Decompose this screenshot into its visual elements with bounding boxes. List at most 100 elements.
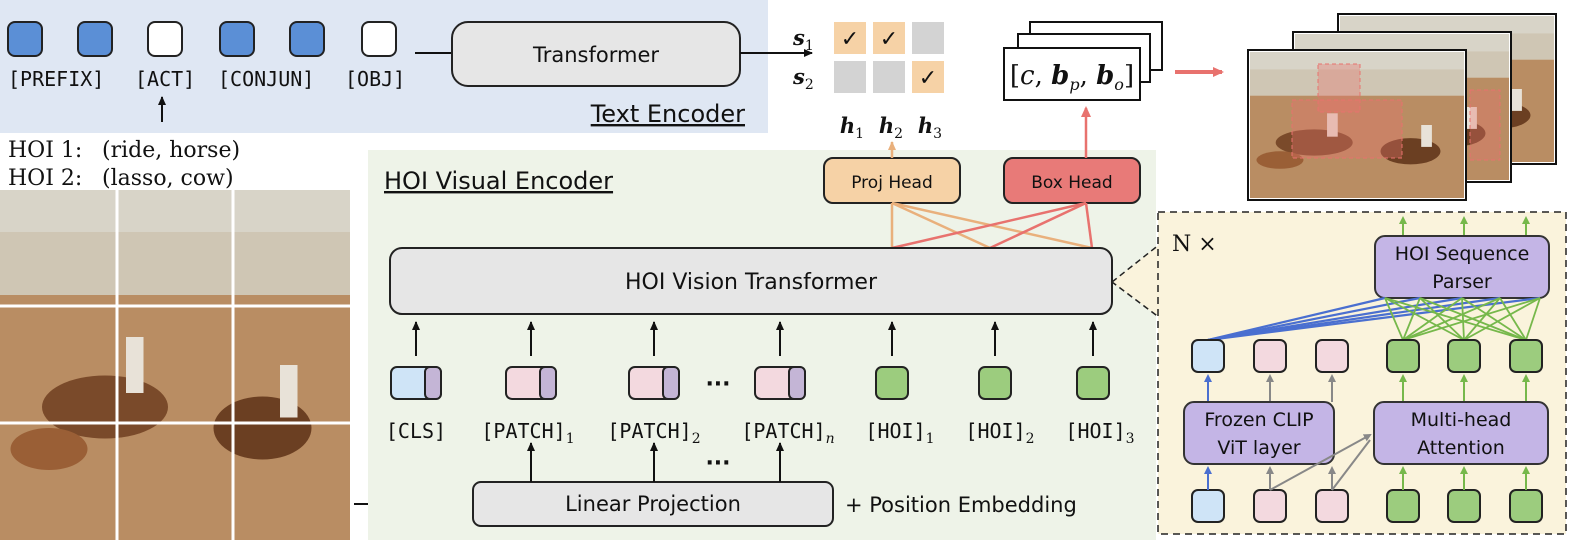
parser-hoi-line	[1461, 297, 1527, 341]
detail-middle-tokens	[1191, 339, 1543, 402]
token-label-main: [HOI]	[865, 419, 925, 443]
visual-encoder-panel: HOI Visual Encoder Proj Head Box Head HO…	[368, 106, 1156, 540]
formula-o: o	[1114, 75, 1124, 94]
similarity-check: ✓	[919, 66, 937, 91]
token-label-prefix: [PREFIX]	[8, 67, 104, 91]
token-label: [CLS]	[386, 419, 446, 443]
col-label-h3: h3	[918, 113, 942, 142]
parser-hoi-line	[1419, 297, 1465, 341]
patch-token-bottom	[1315, 489, 1349, 523]
hoi-token-bottom	[1447, 489, 1481, 523]
text-token-square	[219, 21, 255, 57]
patch-token-accent	[539, 366, 557, 400]
patch-token-accent	[788, 366, 806, 400]
linear-projection-label: Linear Projection	[565, 492, 741, 516]
patch-token-mid	[1253, 339, 1287, 373]
parser-hoi-line	[1402, 297, 1463, 341]
hoi-token-mid	[1509, 339, 1543, 373]
parser-cls-line	[1207, 296, 1421, 342]
detection-box-horse	[1469, 89, 1501, 161]
col-label-h2: h2	[879, 113, 903, 142]
detection-box-person	[1291, 99, 1403, 159]
token-label-subscript: 1	[566, 431, 575, 447]
layer-repeat-label: N ×	[1172, 232, 1217, 257]
formula-c: c	[1020, 61, 1035, 91]
formula-comma-2: ,	[1080, 61, 1097, 91]
token-ellipsis: ···	[705, 372, 730, 397]
token-label-main: [PATCH]	[481, 419, 565, 443]
text-encoder-title: Text Encoder	[590, 100, 745, 128]
detail-bottom-tokens	[1191, 434, 1543, 523]
patch-to-attention-line	[1331, 439, 1371, 491]
parser-hoi-line	[1402, 297, 1421, 341]
text-token-square	[7, 21, 43, 57]
detection-box-rider	[1317, 63, 1361, 113]
similarity-cells: ✓✓✓	[834, 22, 944, 93]
parser-hoi-line	[1419, 297, 1527, 341]
similarity-cell	[912, 61, 944, 93]
col-label-h2-sub: 2	[894, 126, 903, 142]
parser-label-line1: HOI Sequence	[1395, 243, 1530, 265]
box-head-label: Box Head	[1031, 173, 1112, 193]
formula-close: ]	[1124, 61, 1134, 91]
hoi-token-mid	[1447, 339, 1481, 373]
hoi-token	[978, 366, 1012, 400]
hoi-1-value: (ride, horse)	[102, 138, 240, 163]
token-label-conjun: [CONJUN]	[218, 67, 314, 91]
row-label-s2-sub: 2	[805, 77, 814, 93]
text-token-square	[289, 21, 325, 57]
similarity-check: ✓	[880, 27, 898, 52]
token-label-main: [PATCH]	[741, 419, 825, 443]
visual-tokens: [CLS][PATCH]1[PATCH]2[PATCH]n[HOI]1[HOI]…	[386, 321, 1135, 447]
parser-hoi-line	[1402, 297, 1501, 341]
token-label-obj: [OBJ]	[345, 67, 405, 91]
box-output-card-front	[1003, 47, 1141, 101]
token-label: [PATCH]n	[741, 419, 834, 447]
detail-zoom-wedge	[1110, 242, 1161, 320]
col-label-h2-main: h	[879, 113, 894, 138]
parser-connections	[1207, 296, 1541, 342]
box-head-box	[1003, 157, 1141, 204]
col-label-h3-sub: 3	[933, 126, 942, 142]
token-label-main: [HOI]	[965, 419, 1025, 443]
hoi-2-label: HOI 2:	[8, 166, 82, 191]
similarity-cell	[834, 61, 866, 93]
row-label-s1-main: s	[792, 25, 805, 50]
cls-token-accent	[424, 366, 442, 400]
hoi-token-bottom	[1509, 489, 1543, 523]
detail-top-arrows	[1399, 216, 1530, 236]
patch-to-attention-arrow	[1269, 434, 1372, 491]
similarity-cell	[834, 22, 866, 54]
conn-hoi3-box	[1084, 202, 1094, 249]
visual-encoder-title: HOI Visual Encoder	[384, 167, 613, 195]
similarity-cell	[873, 61, 905, 93]
token-label: [HOI]2	[965, 419, 1034, 447]
token-label-subscript: 1	[926, 431, 935, 447]
row-label-s2-main: s	[792, 64, 805, 89]
token-label: [HOI]1	[865, 419, 934, 447]
hoi-vision-transformer-label: HOI Vision Transformer	[625, 270, 878, 295]
hoi-token-mid	[1386, 339, 1420, 373]
row-label-s1-sub: 1	[805, 38, 814, 54]
hoi-token	[1076, 366, 1110, 400]
layer-detail-panel: N × HOI Sequence Parser Frozen CLIP ViT …	[1157, 211, 1567, 535]
attention-label-line2: Attention	[1417, 437, 1505, 459]
patch-token-bottom	[1253, 489, 1287, 523]
hoi-vision-transformer-box	[389, 247, 1113, 315]
similarity-cell	[912, 22, 944, 54]
text-token-square	[361, 21, 397, 57]
col-label-h3-main: h	[918, 113, 933, 138]
parser-hoi-line	[1384, 297, 1465, 341]
parser-hoi-line	[1461, 297, 1465, 341]
token-label-main: [HOI]	[1065, 419, 1125, 443]
parser-cls-line	[1207, 296, 1386, 342]
similarity-cell	[873, 22, 905, 54]
cls-token-bottom	[1191, 489, 1225, 523]
token-label-subscript: 2	[1026, 431, 1035, 447]
parser-hoi-line	[1463, 297, 1541, 341]
token-label: [HOI]3	[1065, 419, 1134, 447]
patch-token-mid	[1315, 339, 1349, 373]
text-token-square	[147, 21, 183, 57]
token-label-subscript: n	[826, 431, 835, 447]
